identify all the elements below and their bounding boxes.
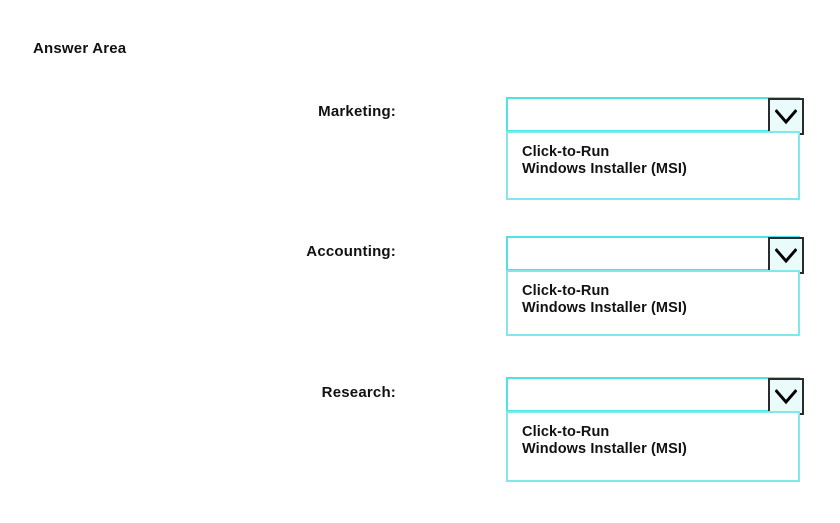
chevron-down-icon[interactable] — [768, 237, 804, 274]
dropdown-option[interactable]: Windows Installer (MSI) — [522, 441, 687, 457]
dropdown-field-research[interactable] — [506, 377, 804, 415]
chevron-down-icon[interactable] — [768, 98, 804, 135]
row-label-research: Research: — [321, 384, 396, 401]
row-label-marketing: Marketing: — [318, 103, 396, 120]
dropdown-option[interactable]: Windows Installer (MSI) — [522, 161, 687, 177]
dropdown-option[interactable]: Windows Installer (MSI) — [522, 300, 687, 316]
dropdown-marketing[interactable] — [506, 97, 804, 135]
row-label-accounting: Accounting: — [306, 243, 396, 260]
page-title: Answer Area — [33, 40, 127, 57]
dropdown-research[interactable] — [506, 377, 804, 415]
dropdown-option[interactable]: Click-to-Run — [522, 424, 610, 440]
dropdown-field-accounting[interactable] — [506, 236, 804, 274]
chevron-down-icon[interactable] — [768, 378, 804, 415]
dropdown-option[interactable]: Click-to-Run — [522, 283, 610, 299]
dropdown-field-marketing[interactable] — [506, 97, 804, 135]
dropdown-option[interactable]: Click-to-Run — [522, 144, 610, 160]
dropdown-accounting[interactable] — [506, 236, 804, 274]
